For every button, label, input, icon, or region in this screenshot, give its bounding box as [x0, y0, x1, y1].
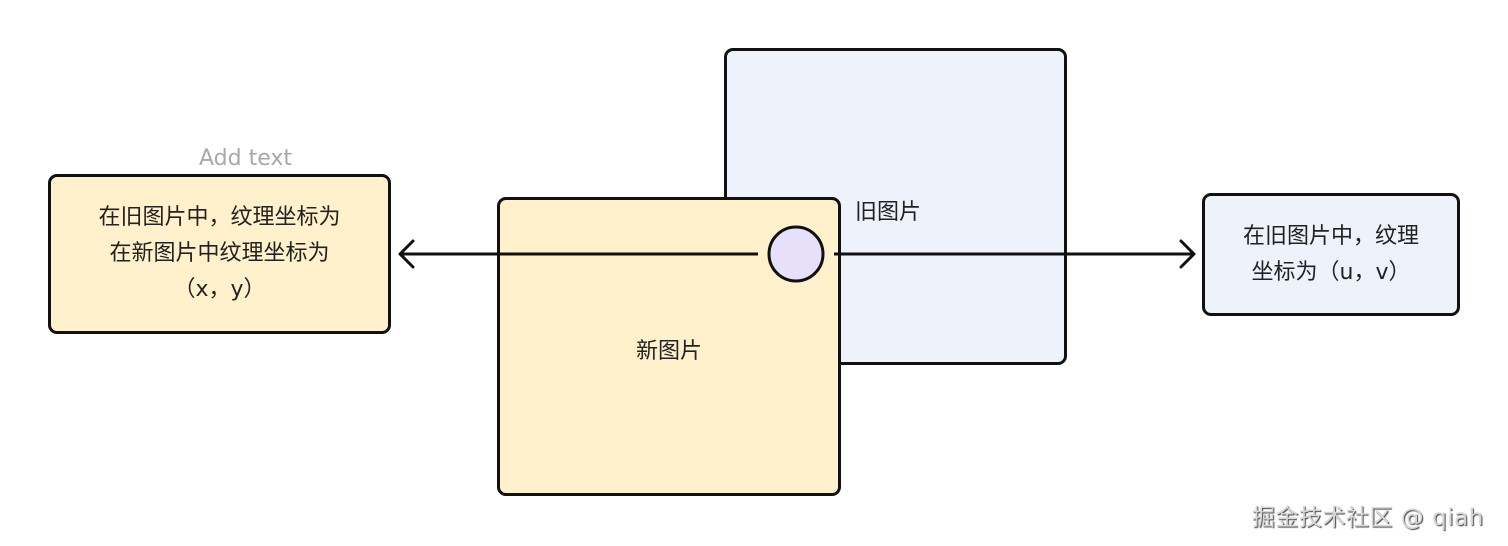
sample-point-circle	[767, 225, 825, 283]
arrowhead-right-icon	[1179, 239, 1196, 269]
new-image-label: 新图片	[635, 339, 702, 364]
old-texture-coord-label: 在旧图片中，纹理 坐标为（u，v）	[1242, 223, 1419, 285]
arrow-to-right-note	[834, 239, 1196, 269]
new-texture-coord-label: 在旧图片中，纹理坐标为 在新图片中纹理坐标为 （x，y）	[98, 205, 341, 302]
old-image-label: 旧图片	[855, 200, 922, 225]
new-texture-coord-note: 在旧图片中，纹理坐标为 在新图片中纹理坐标为 （x，y）	[48, 174, 391, 334]
arrowhead-left-icon	[398, 239, 415, 269]
watermark: 掘金技术社区 @ qiah	[1252, 505, 1484, 531]
arrow-to-left-note	[398, 239, 758, 269]
old-texture-coord-note: 在旧图片中，纹理 坐标为（u，v）	[1202, 193, 1460, 316]
add-text-caption[interactable]: Add text	[199, 146, 293, 171]
